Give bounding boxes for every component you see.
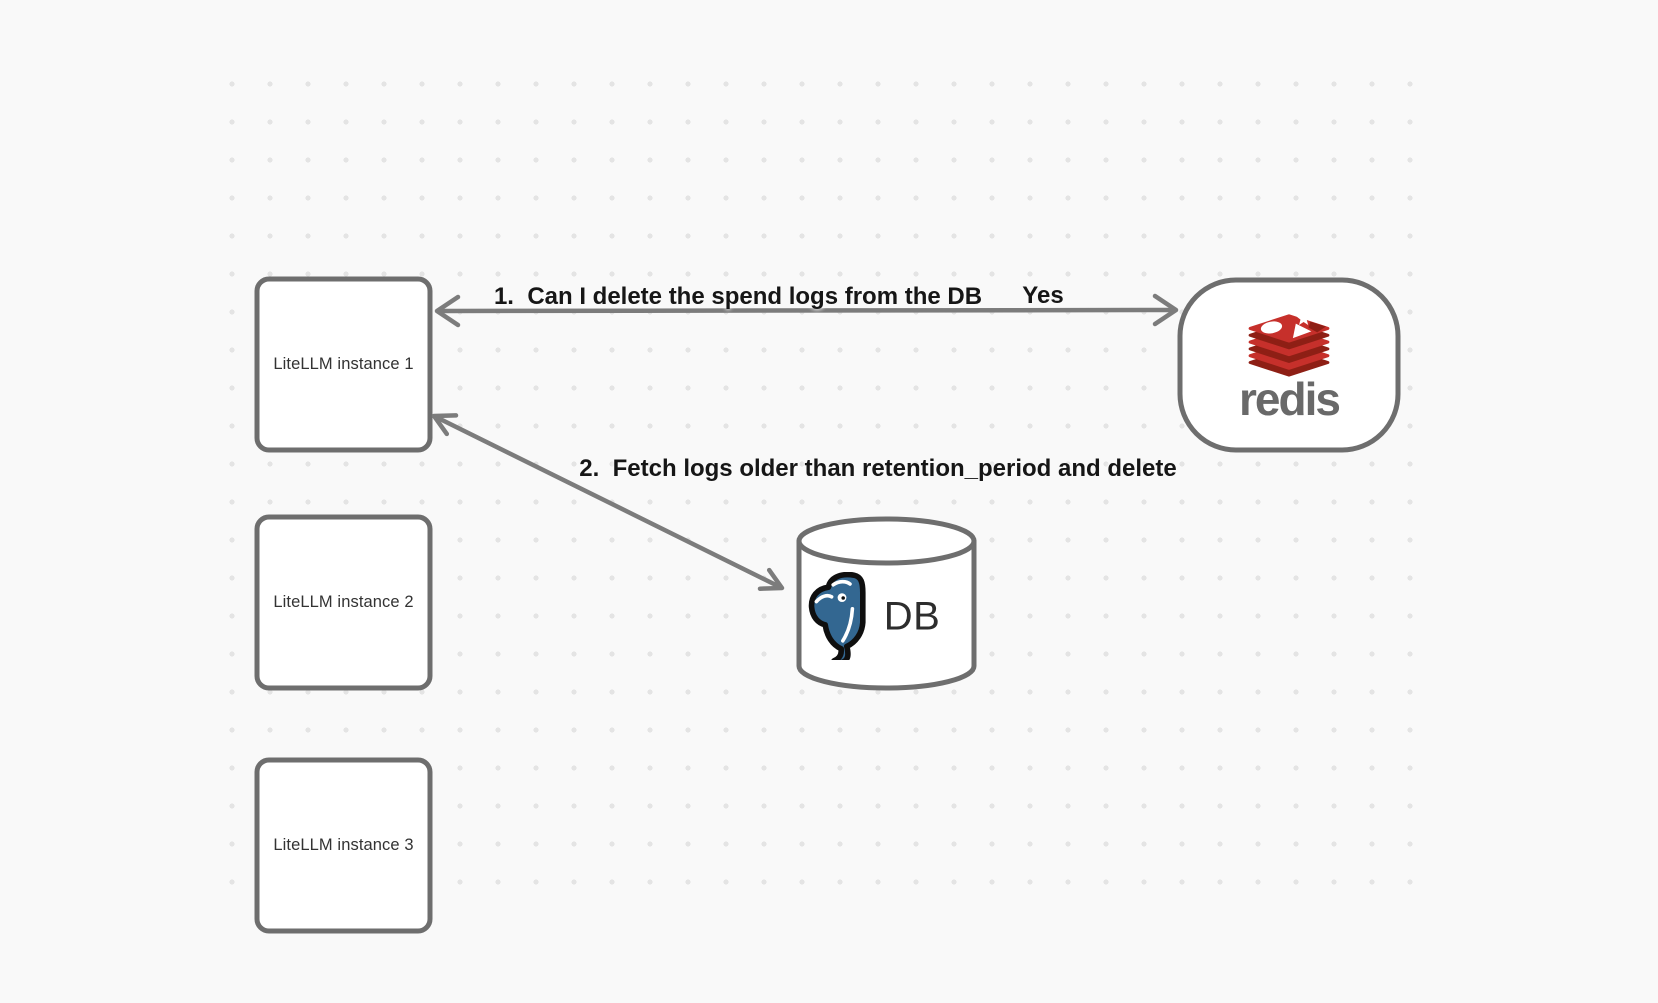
instance2-box[interactable]: [254, 514, 433, 691]
postgresql-elephant-icon: [808, 572, 866, 660]
arrow-1-head-right: [1152, 293, 1179, 327]
instance1-label[interactable]: LiteLLM instance 1: [273, 355, 414, 373]
arrow-2-line: [435, 415, 781, 589]
arrow-1[interactable]: [434, 293, 1179, 328]
instance3-box[interactable]: [254, 757, 433, 934]
arrow-1-answer-label[interactable]: Yes: [1022, 282, 1064, 309]
db-label: DB: [883, 594, 941, 639]
arrow-1-label[interactable]: 1. Can I delete the spend logs from the …: [493, 283, 983, 310]
instance1-box[interactable]: [254, 276, 433, 453]
instance2-label[interactable]: LiteLLM instance 2: [273, 593, 414, 611]
arrow-2-label[interactable]: 2. Fetch logs older than retention_perio…: [579, 455, 1177, 482]
arrow-2-head-top: [431, 413, 459, 437]
arrow-2-head-bottom: [757, 567, 785, 591]
db-cylinder-top: [796, 516, 977, 566]
redis-wordmark: redis: [1239, 373, 1341, 425]
arrow-2[interactable]: [431, 413, 785, 591]
redis-stack-icon: [1248, 310, 1330, 377]
arrow-1-line: [438, 307, 1175, 314]
instance3-label[interactable]: LiteLLM instance 3: [273, 836, 414, 854]
arrow-1-head-left: [434, 294, 461, 328]
